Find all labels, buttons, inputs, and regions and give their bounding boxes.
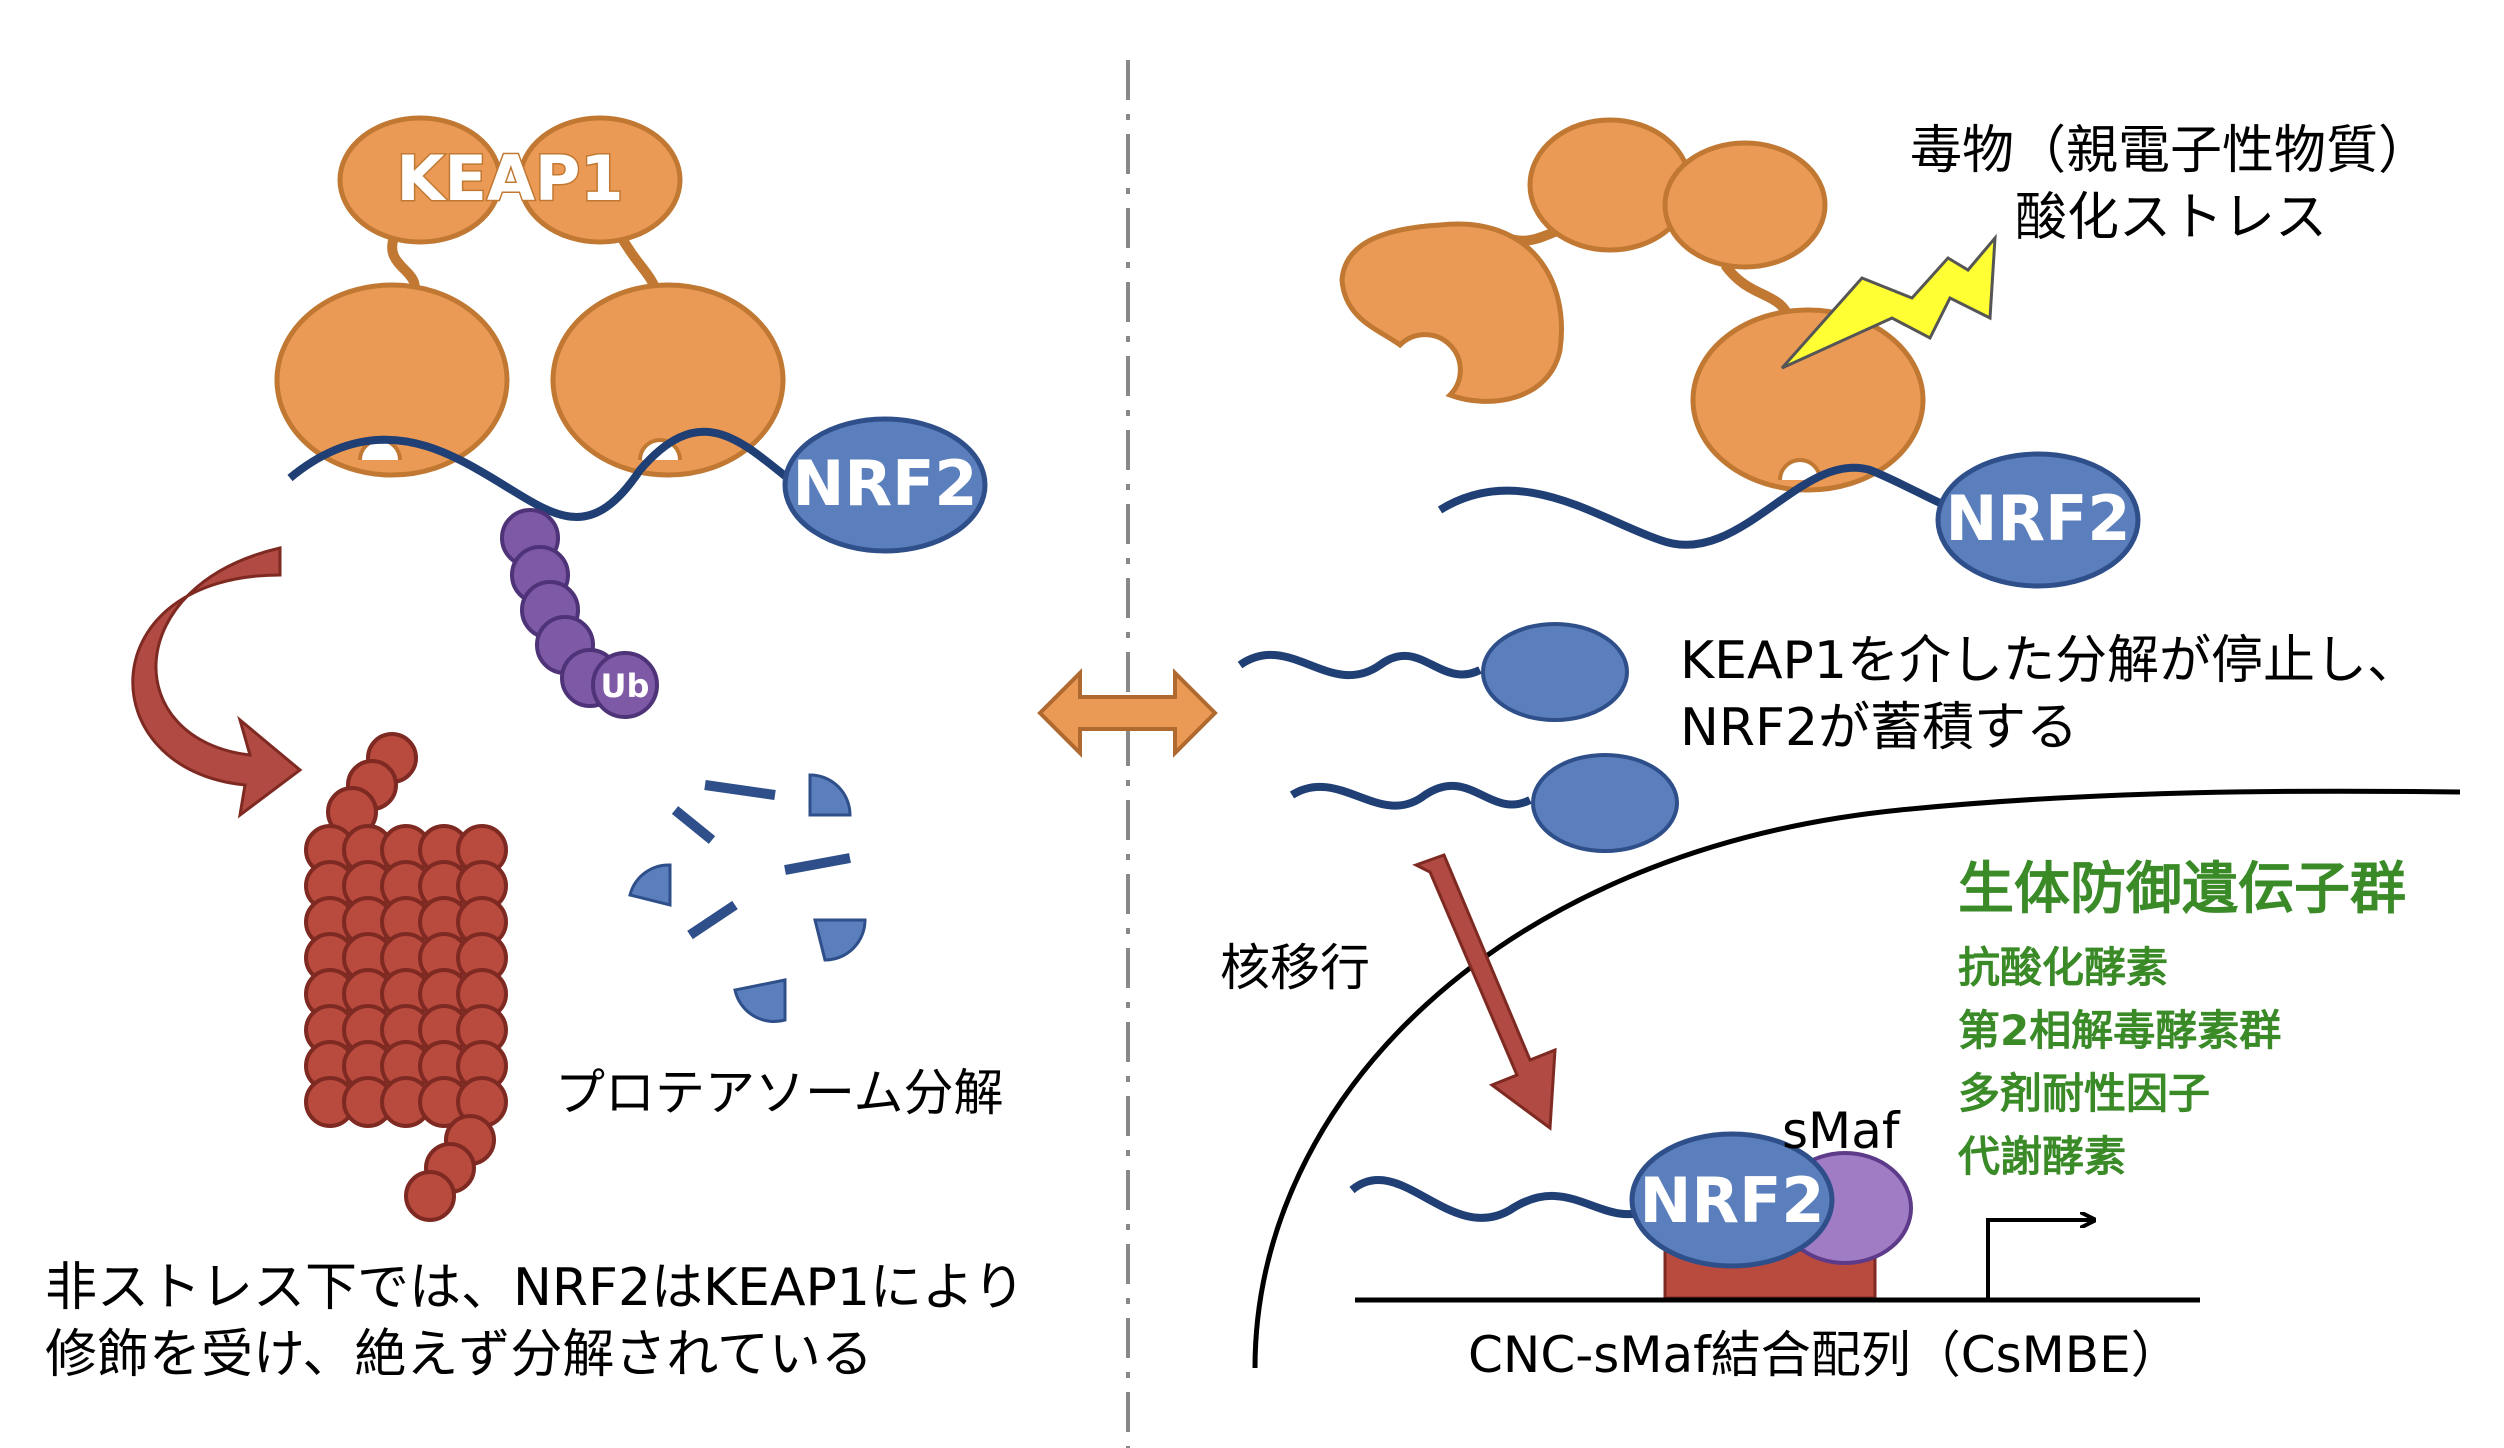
proteasome bbox=[304, 732, 508, 1222]
nrf2-label-nucleus: NRF2 bbox=[1639, 1164, 1824, 1237]
nrf2-chain-nucleus bbox=[1349, 1176, 1652, 1222]
keap1-dimer-modified bbox=[1339, 117, 1926, 493]
stop-line1: KEAP1を介した分解が停止し、 bbox=[1680, 631, 2419, 691]
nuclear-membrane bbox=[1252, 788, 2461, 1369]
left-caption-line2: 修飾を受け、絶えず分解されている bbox=[45, 1325, 873, 1385]
nrf2-protein-left bbox=[782, 416, 988, 554]
nrf2-chain-right bbox=[1437, 463, 2001, 549]
degraded-fragments bbox=[628, 773, 867, 1024]
nrf2-chain-left bbox=[287, 427, 793, 521]
nrf2-protein-right bbox=[1935, 451, 2141, 589]
proteasome-degradation-label: プロテアソーム分解 bbox=[555, 1064, 1004, 1122]
toxin-line1: 毒物（親電子性物質） bbox=[1910, 121, 2430, 181]
nrf2-label-left: NRF2 bbox=[792, 447, 977, 520]
right-panel: 毒物（親電子性物質） 酸化ストレス NRF2 KEAP1を介した分解が停止し、 … bbox=[1220, 117, 2461, 1384]
stop-line2: NRF2が蓄積する bbox=[1680, 698, 2078, 758]
double-arrow bbox=[1037, 668, 1218, 758]
proteasome-subunit bbox=[404, 1170, 456, 1222]
nuclear-translocation-label: 核移行 bbox=[1220, 939, 1370, 997]
gene-item-3: 代謝酵素 bbox=[1957, 1132, 2126, 1181]
ub-label: Ub bbox=[601, 667, 650, 705]
keap1-dimer-left: KEAP1 bbox=[274, 115, 786, 478]
transcription-start-arrow bbox=[1986, 1220, 2092, 1300]
smaf-label: sMaf bbox=[1782, 1102, 1901, 1160]
gene-item-0: 抗酸化酵素 bbox=[1958, 943, 2168, 992]
left-panel: KEAP1 NRF2 Ub プロテア bbox=[45, 115, 1025, 1385]
free-nrf2-2 bbox=[1289, 753, 1679, 853]
gene-item-1: 第2相解毒酵素群 bbox=[1958, 1006, 2281, 1055]
free-nrf2-1 bbox=[1237, 622, 1629, 722]
nrf2-label-right: NRF2 bbox=[1945, 482, 2130, 555]
toxin-line2: 酸化ストレス bbox=[2015, 188, 2327, 248]
nrf2-protein-nucleus bbox=[1629, 1131, 1835, 1269]
gene-item-2: 多剤耐性因子 bbox=[1958, 1069, 2210, 1118]
degradation-arrow bbox=[131, 546, 303, 819]
binding-sequence-label: CNC-sMaf結合配列（CsMBE） bbox=[1468, 1326, 2181, 1384]
nuclear-translocation-arrow bbox=[1412, 853, 1557, 1131]
lightning-bolt bbox=[1780, 233, 1997, 370]
ubiquitin-chain: Ub bbox=[500, 508, 659, 719]
keap1-label: KEAP1 bbox=[397, 142, 624, 215]
gene-group-title: 生体防御遺伝子群 bbox=[1958, 857, 2406, 922]
left-caption-line1: 非ストレス下では、NRF2はKEAP1により bbox=[45, 1258, 1025, 1318]
